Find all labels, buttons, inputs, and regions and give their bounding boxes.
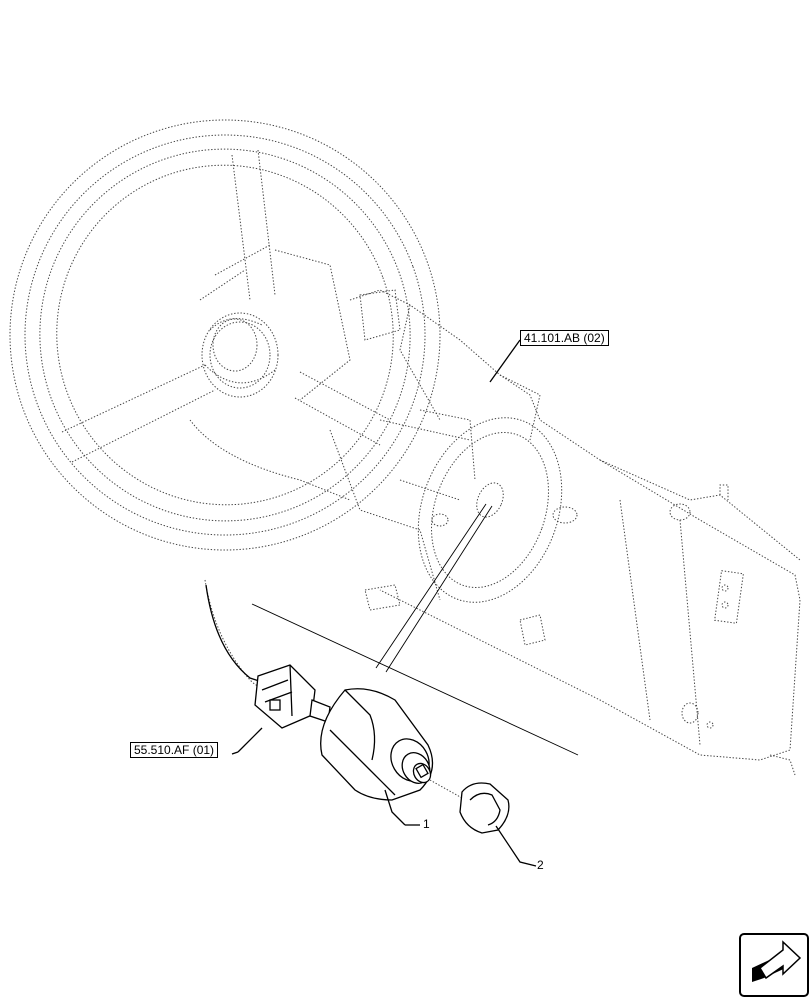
ignition-key [429, 779, 537, 867]
next-page-arrow-icon[interactable] [739, 933, 809, 997]
callout-ignition-switch: 1 [423, 817, 430, 831]
steering-column-ref-leader [489, 339, 521, 383]
wiring-harness-reference-link[interactable]: 55.510.AF (01) [130, 742, 219, 758]
ignition-switch [320, 688, 434, 826]
assembly-leader-lines [251, 503, 579, 756]
harness-ref-leader [231, 751, 239, 755]
steering-wheel [9, 119, 441, 551]
harness-connector [205, 584, 331, 753]
steering-column-reference-link[interactable]: 41.101.AB (02) [520, 330, 609, 346]
callout-ignition-key: 2 [537, 858, 544, 872]
